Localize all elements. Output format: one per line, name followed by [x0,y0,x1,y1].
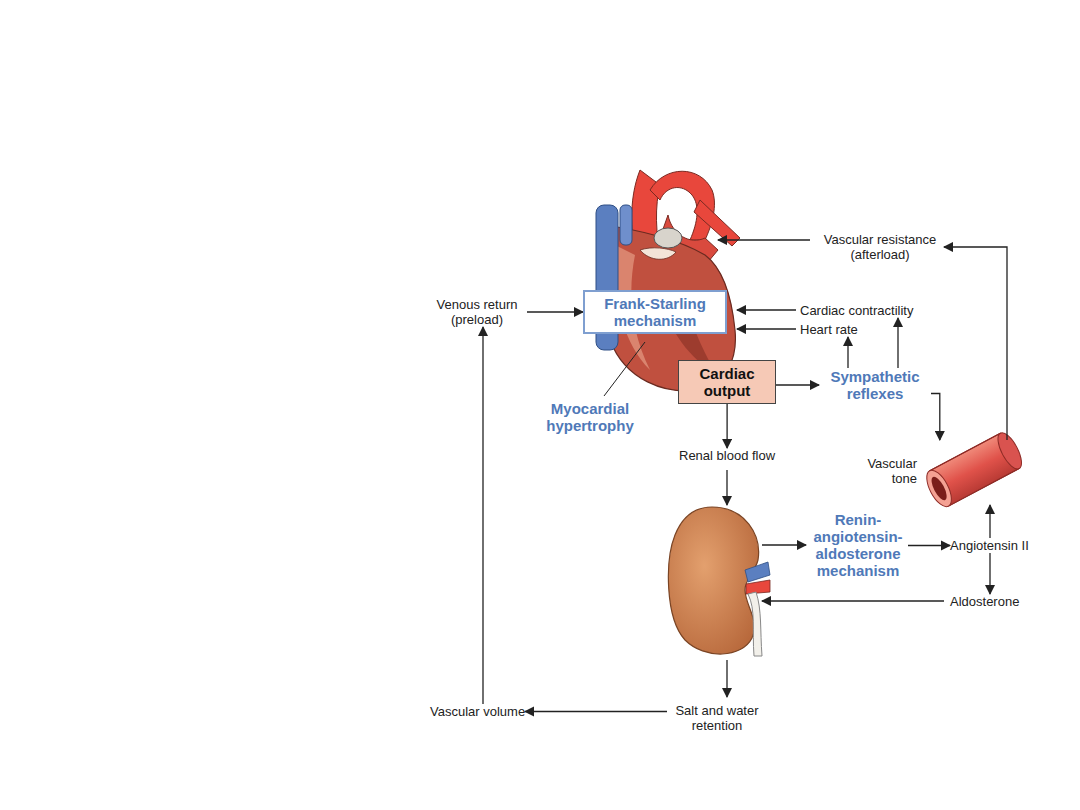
flow-arrow [897,318,898,368]
node-text: Salt and water retention [667,703,767,733]
heart-illustration [596,170,740,391]
plain-label-node: Vascular volume [430,704,525,719]
node-text: Vascular tone [855,456,917,486]
mechanism-label-node: Renin-angiotensin-aldosterone mechanism [808,511,908,579]
output-box: Cardiac output [678,360,776,404]
node-text: Vascular volume [430,704,525,719]
callout-label: Myocardial hypertrophy [530,400,650,434]
node-text: Cardiac output [687,365,767,399]
node-text: Vascular resistance (afterload) [816,232,944,262]
plain-label-node: Salt and water retention [667,703,767,733]
plain-label-node: Venous return (preload) [427,297,527,327]
node-text: Heart rate [800,322,858,337]
node-text: Angiotensin II [950,538,1029,553]
mechanism-box: Frank-Starling mechanism [583,290,727,334]
flow-arrow [726,404,727,448]
flow-arrow [931,394,940,441]
flow-arrow [944,247,1007,440]
plain-label-node: Vascular resistance (afterload) [816,232,944,262]
vessel-node: Vascular tone [855,440,1015,505]
blood-vessel-illustration [922,429,1026,510]
kidney-illustration [668,507,770,656]
node-text: Aldosterone [950,594,1019,609]
node-text: Sympathetic reflexes [819,368,931,402]
flow-arrow [527,311,583,312]
flow-arrow [989,505,990,538]
node-text: Cardiac contractility [800,303,913,318]
flow-arrow [525,711,667,712]
flow-arrow [776,384,819,385]
plain-label-node: Angiotensin II [950,538,1029,553]
node-text: Renin-angiotensin-aldosterone mechanism [808,511,908,579]
node-text: Venous return (preload) [427,297,527,327]
flow-arrow [847,337,848,368]
node-text: Renal blood flow [679,448,775,463]
node-text: Frank-Starling mechanism [591,295,719,329]
plain-label-node: Aldosterone [950,594,1019,609]
plain-label-node: Cardiac contractility [800,303,913,318]
plain-label-node: Heart rate [800,322,858,337]
plain-label-node: Renal blood flow [679,448,775,463]
flow-arrow [482,327,483,704]
flow-arrow [989,553,990,594]
flow-arrow [908,545,950,546]
mechanism-label-node: Sympathetic reflexes [819,368,931,402]
